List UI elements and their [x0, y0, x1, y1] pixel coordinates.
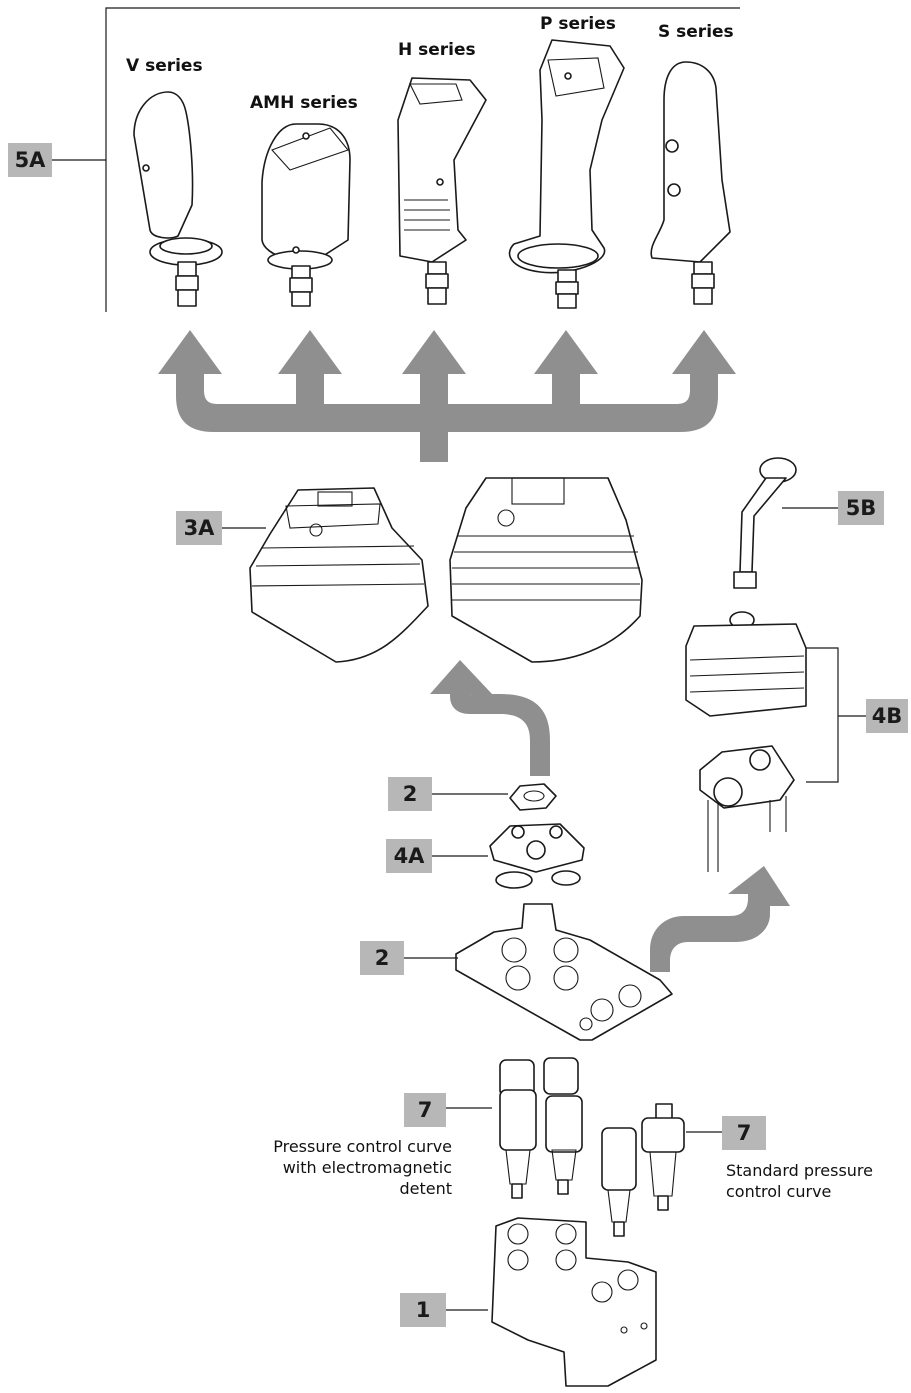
- note-em-line3: detent: [399, 1179, 452, 1198]
- series-label-h: H series: [398, 40, 476, 60]
- note-em-detent: Pressure control curve with electromagne…: [230, 1136, 452, 1199]
- arrow-to-4b: [650, 866, 790, 972]
- callout-5b: 5B: [838, 491, 884, 525]
- callout-5a: 5A: [8, 143, 52, 177]
- note-em-line1: Pressure control curve: [273, 1137, 452, 1156]
- note-std-line2: control curve: [726, 1182, 832, 1201]
- nut-part: [509, 783, 557, 811]
- housing-4b: [685, 611, 807, 872]
- lever-5b: [733, 457, 797, 589]
- boot-small: [249, 487, 429, 663]
- callout-4a: 4A: [386, 839, 432, 873]
- p-series-handle: [508, 39, 625, 309]
- plunger-assembly-4a: [489, 823, 585, 889]
- callout-2-plate: 2: [360, 941, 404, 975]
- series-label-s: S series: [658, 22, 734, 42]
- amh-series-handle: [261, 123, 351, 307]
- note-standard: Standard pressure control curve: [726, 1160, 906, 1202]
- valve-housing: [491, 1217, 657, 1387]
- series-bracket: [52, 7, 740, 312]
- h-series-handle: [397, 77, 487, 305]
- distribution-arrow: [158, 330, 736, 462]
- top-plate: [455, 903, 673, 1041]
- series-label-p: P series: [540, 14, 616, 34]
- callout-7-left: 7: [404, 1093, 446, 1127]
- callout-4b: 4B: [866, 699, 908, 733]
- s-series-handle: [650, 61, 731, 305]
- series-label-v: V series: [126, 56, 203, 76]
- arrow-to-boots: [430, 660, 550, 776]
- series-label-amh: AMH series: [250, 93, 358, 113]
- v-series-handle: [133, 91, 223, 307]
- callout-1: 1: [400, 1293, 446, 1327]
- em-detent-cartridges: [499, 1057, 583, 1199]
- callout-7-right: 7: [722, 1116, 766, 1150]
- leader-lines: [222, 507, 866, 1311]
- callout-3a: 3A: [176, 511, 222, 545]
- note-em-line2: with electromagnetic: [282, 1158, 452, 1177]
- callout-2-nut: 2: [388, 777, 432, 811]
- note-std-line1: Standard pressure: [726, 1161, 873, 1180]
- boot-large: [449, 477, 643, 663]
- standard-cartridges: [601, 1103, 685, 1237]
